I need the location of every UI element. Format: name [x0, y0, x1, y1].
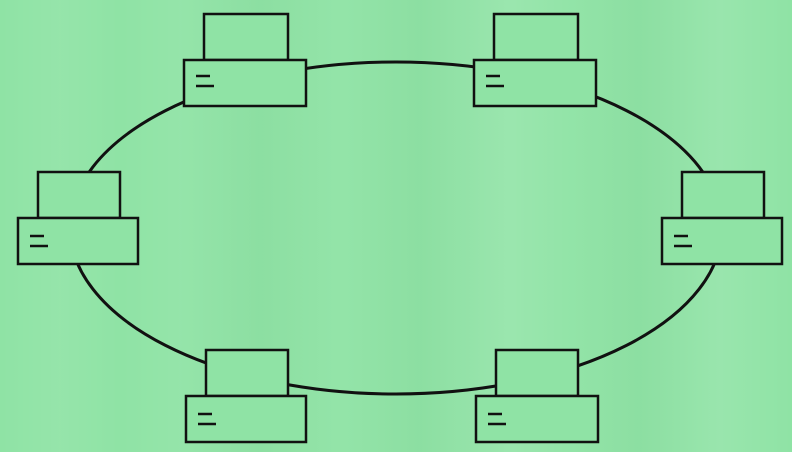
cpu-case-icon [474, 394, 600, 444]
monitor-icon [204, 348, 290, 398]
cpu-case-icon [16, 216, 140, 266]
workstation-bottom-left [184, 348, 308, 444]
ring-cable [68, 60, 724, 396]
workstation-right [660, 170, 784, 266]
monitor-icon [202, 12, 290, 62]
cpu-case-icon [182, 58, 308, 108]
monitor-icon [492, 12, 580, 62]
workstation-left [16, 170, 140, 266]
monitor-icon [36, 170, 122, 220]
workstation-top-left [182, 12, 308, 108]
workstation-top-right [472, 12, 598, 108]
workstation-bottom-right [474, 348, 600, 444]
cpu-case-icon [472, 58, 598, 108]
cpu-case-icon [184, 394, 308, 444]
monitor-icon [494, 348, 580, 398]
cpu-case-icon [660, 216, 784, 266]
monitor-icon [680, 170, 766, 220]
